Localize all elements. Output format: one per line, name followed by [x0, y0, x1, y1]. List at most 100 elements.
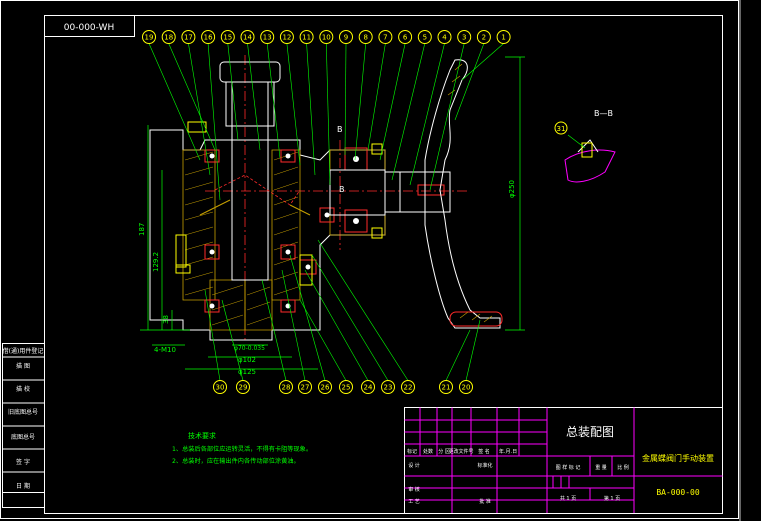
dim-4m10: 4-M10 [154, 346, 176, 354]
balloon-bottom-28: 28 [279, 380, 293, 394]
balloon-top-17-label: 17 [184, 34, 193, 42]
tb-sheet: 第 1 页 [604, 495, 620, 502]
balloon-bottom-20-label: 20 [462, 384, 471, 392]
central-shaft [231, 125, 269, 281]
balloon-bottom-26: 26 [318, 380, 332, 394]
input-shaft-hub [384, 171, 451, 213]
balloon-top-13-leader [266, 43, 281, 159]
balloon-bottom-21-leader [445, 329, 471, 381]
tb-h-docno: 更改文件号 [448, 448, 473, 455]
balloon-bottom-29-label: 29 [239, 384, 248, 392]
balloon-top-4-label: 4 [442, 34, 447, 42]
dim-129: 129.2 [152, 252, 160, 272]
tb-h-count: 处数 [423, 448, 433, 455]
corner-code: 00-000-WH [64, 23, 114, 33]
balloon-bottom-30-label: 30 [216, 384, 225, 392]
balloon-bottom-25-leader [299, 299, 347, 381]
section-bb-view: B—B 31 [554, 109, 616, 183]
balloon-bottom-25: 25 [339, 380, 353, 394]
balloon-top-12-leader [286, 43, 301, 166]
side-label-reuse: 借(通)用件登记 [3, 347, 44, 355]
balloon-top-3-leader [429, 43, 465, 191]
balloon-bottom-30-leader [204, 289, 221, 381]
balloon-top-5: 5 [417, 30, 432, 44]
balloon-top-1-label: 1 [501, 34, 505, 42]
balloon-bottom-25-label: 25 [342, 384, 351, 392]
balloon-top-14: 14 [240, 30, 255, 44]
balloon-top-6-leader [379, 43, 406, 161]
balloon-bottom-22: 22 [401, 380, 415, 394]
side-label-date: 日 期 [16, 482, 30, 490]
balloon-top-8-leader [354, 43, 366, 161]
balloon-top-10: 10 [319, 30, 334, 44]
side-label-trace: 描 图 [16, 362, 30, 370]
balloon-bottom-28-leader [261, 279, 287, 381]
balloon-top-15-label: 15 [223, 34, 232, 42]
dim-d102: φ102 [238, 356, 256, 364]
balloon-top-10-leader [326, 43, 331, 186]
balloon-bottom-24-leader [304, 269, 369, 381]
balloon-top-14-leader [247, 43, 261, 151]
tb-weight: 重 量 [595, 464, 607, 471]
section-mark-b-top: B [337, 125, 343, 134]
balloon-top-9-leader [344, 43, 347, 156]
balloon-bottom-24-label: 24 [364, 384, 373, 392]
balloon-top-9-label: 9 [344, 34, 348, 42]
tb-sheets: 共 1 页 [560, 495, 576, 502]
outer-border [0, 0, 739, 519]
side-block [2, 343, 45, 508]
balloon-bottom-23: 23 [381, 380, 395, 394]
tb-h-zone: 分 区 [438, 448, 450, 455]
balloon-bottom-27-leader [281, 269, 306, 381]
balloon-bottom-26-leader [289, 254, 326, 381]
balloon-bottom-24: 24 [361, 380, 375, 394]
balloon-top-6-label: 6 [403, 34, 408, 42]
tb-row-approve: 批 准 [479, 498, 491, 505]
balloon-top-3-label: 3 [462, 34, 466, 42]
balloon-top-2: 2 [476, 30, 491, 44]
balloon-top-11-leader [306, 43, 316, 176]
balloon-bottom-20: 20 [459, 380, 473, 394]
balloon-top-5-label: 5 [423, 34, 427, 42]
balloon-bottom-29: 29 [236, 380, 250, 394]
dim-d250: φ250 [508, 180, 516, 198]
balloon-top-16-label: 16 [204, 34, 213, 42]
balloon-bottom-20-leader [465, 319, 481, 381]
top-spindle-housing [225, 81, 275, 127]
tb-stage: 图 样 标 记 [556, 464, 581, 471]
balloon-top-13: 13 [260, 30, 275, 44]
balloon-top-7: 7 [378, 30, 393, 44]
balloon-top-19-label: 19 [145, 34, 154, 42]
balloon-top-3: 3 [457, 30, 472, 44]
balloon-top-1: 1 [496, 30, 511, 44]
drawing-number: BA-000-00 [656, 488, 700, 497]
handwheel-profile [424, 59, 501, 329]
balloon-top-17-leader [188, 43, 211, 176]
balloon-top-1-leader [461, 43, 504, 81]
tb-row-check: 审 核 [408, 486, 420, 493]
tb-h-date: 年.月.日 [499, 448, 517, 455]
balloon-bottom-29-leader [221, 299, 244, 381]
tb-scale: 比 例 [617, 464, 629, 471]
tb-row-process: 工 艺 [408, 499, 420, 505]
product-name: 金属蝶阀门手动装置 [642, 453, 714, 463]
tb-row-design: 设 计 [408, 462, 420, 469]
balloon-top-19: 19 [142, 30, 156, 44]
balloon-top-8-label: 8 [363, 34, 367, 42]
balloon-top-4-leader [409, 43, 445, 186]
balloon-bottom-21-label: 21 [442, 384, 451, 392]
balloon-top-17: 17 [181, 30, 196, 44]
balloon-top-12: 12 [279, 30, 294, 44]
balloon-bottom-22-label: 22 [404, 384, 413, 392]
balloon-top-4: 4 [437, 30, 452, 44]
section-mark-b: B [339, 185, 345, 194]
tech-req-line-2: 2、总装时，应在输出件内各传动部位涂黄油。 [172, 457, 300, 465]
section-callout-31: 31 [557, 125, 566, 133]
section-bb-label: B—B [594, 109, 613, 118]
dim-38: 38 [162, 315, 170, 324]
balloon-bottom-30: 30 [213, 380, 227, 394]
